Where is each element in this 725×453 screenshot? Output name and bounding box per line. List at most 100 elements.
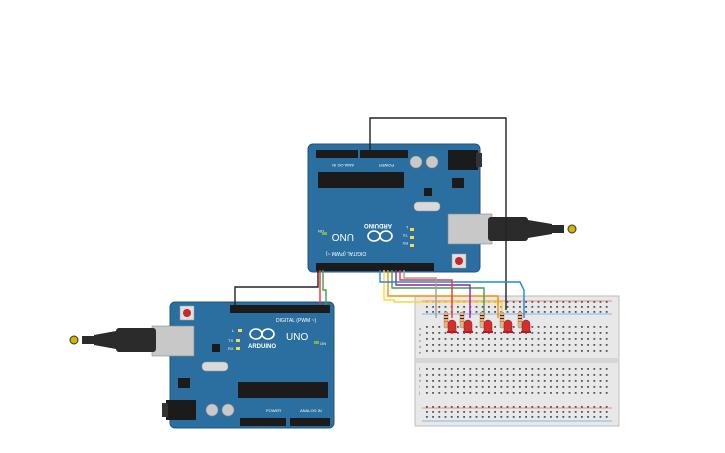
breadboard-hole [574, 311, 577, 313]
breadboard-hole [568, 411, 571, 413]
row-letter: b [419, 333, 421, 337]
breadboard-hole [599, 368, 602, 370]
breadboard-hole [599, 411, 602, 413]
led[interactable] [447, 319, 457, 333]
breadboard-hole [568, 374, 571, 376]
breadboard-hole [525, 301, 527, 303]
breadboard-hole [512, 368, 515, 370]
arduino-uno-bottom[interactable]: DIGITAL (PWM ~) ARDUINO UNO L TX RX ON [151, 301, 335, 429]
breadboard-hole [568, 338, 571, 340]
resistor[interactable] [479, 311, 485, 329]
led[interactable] [483, 319, 493, 333]
breadboard-hole [562, 338, 565, 340]
resistor-band [480, 318, 484, 319]
breadboard-hole [525, 306, 527, 308]
arduino-brand: ARDUINO [248, 344, 276, 350]
breadboard-hole [574, 386, 577, 388]
breadboard-hole [494, 368, 496, 370]
breadboard-hole [512, 392, 515, 394]
breadboard-hole [438, 311, 441, 313]
breadboard-hole [519, 332, 521, 334]
led-base [447, 331, 457, 333]
breadboard-hole [556, 368, 558, 370]
breadboard-hole [550, 306, 552, 308]
breadboard[interactable]: a b c d e f g h i j [414, 295, 620, 427]
breadboard-hole [581, 416, 583, 418]
breadboard-hole [556, 332, 558, 334]
breadboard-hole [450, 406, 453, 408]
breadboard-hole [568, 416, 571, 418]
resistor[interactable] [499, 311, 505, 329]
breadboard-hole [581, 386, 583, 388]
breadboard-hole [469, 368, 472, 370]
breadboard-hole [512, 344, 515, 346]
breadboard-hole [457, 386, 459, 388]
wire-green [391, 270, 485, 318]
breadboard-hole [494, 416, 496, 418]
breadboard-hole [593, 350, 596, 352]
breadboard-hole [562, 311, 565, 313]
breadboard-hole [587, 301, 589, 303]
breadboard-hole [506, 338, 509, 340]
breadboard-hole [432, 368, 434, 370]
breadboard-hole [593, 344, 596, 346]
atmega-chip [318, 172, 404, 188]
on-label: ON [320, 341, 326, 346]
breadboard-hole [599, 344, 602, 346]
breadboard-hole [605, 344, 608, 346]
breadboard-hole [432, 338, 434, 340]
breadboard-hole [506, 350, 509, 352]
breadboard-hole [475, 392, 478, 394]
led[interactable] [503, 319, 513, 333]
breadboard-hole [568, 368, 571, 370]
breadboard-hole [506, 311, 509, 313]
power-label: POWER [266, 408, 281, 413]
capacitor [409, 155, 423, 169]
arduino-uno-top[interactable]: ANALOG IN POWER ARDUINO UNO DIGITAL (PWM… [307, 143, 493, 273]
wire-black [234, 270, 319, 305]
breadboard-hole [475, 386, 478, 388]
breadboard-hole [599, 338, 602, 340]
breadboard-hole [512, 411, 515, 413]
breadboard-hole [519, 344, 521, 346]
crystal [413, 201, 441, 212]
breadboard-hole [562, 332, 565, 334]
resistor[interactable] [517, 311, 523, 329]
resistor[interactable] [443, 311, 449, 329]
breadboard-hole [469, 416, 472, 418]
breadboard-hole [581, 406, 583, 408]
breadboard-hole [605, 350, 608, 352]
breadboard-hole [519, 301, 521, 303]
breadboard-hole [450, 380, 453, 382]
breadboard-hole [574, 350, 577, 352]
breadboard-hole [432, 380, 434, 382]
led[interactable] [521, 319, 531, 333]
breadboard-hole [494, 406, 496, 408]
resistor[interactable] [459, 311, 465, 329]
breadboard-hole [537, 380, 540, 382]
breadboard-hole [587, 350, 589, 352]
breadboard-hole [469, 380, 472, 382]
breadboard-hole [426, 392, 428, 394]
regulator [178, 378, 190, 388]
row-letter: j [418, 391, 420, 395]
breadboard-hole [562, 326, 565, 328]
breadboard-hole [457, 392, 459, 394]
breadboard-hole [568, 350, 571, 352]
breadboard-hole [444, 368, 447, 370]
resistor-band [460, 315, 464, 316]
breadboard-hole [537, 344, 540, 346]
usb-cable-top[interactable] [488, 217, 577, 241]
breadboard-hole [587, 374, 589, 376]
breadboard-hole [500, 406, 503, 408]
usb-cable-bottom[interactable] [69, 328, 156, 352]
led[interactable] [463, 319, 473, 333]
breadboard-hole [494, 344, 496, 346]
breadboard-hole [426, 344, 428, 346]
breadboard-hole [457, 306, 459, 308]
breadboard-hole [550, 416, 552, 418]
led-base [463, 331, 473, 333]
crystal [201, 361, 229, 372]
center-channel [415, 358, 619, 363]
breadboard-hole [587, 380, 589, 382]
